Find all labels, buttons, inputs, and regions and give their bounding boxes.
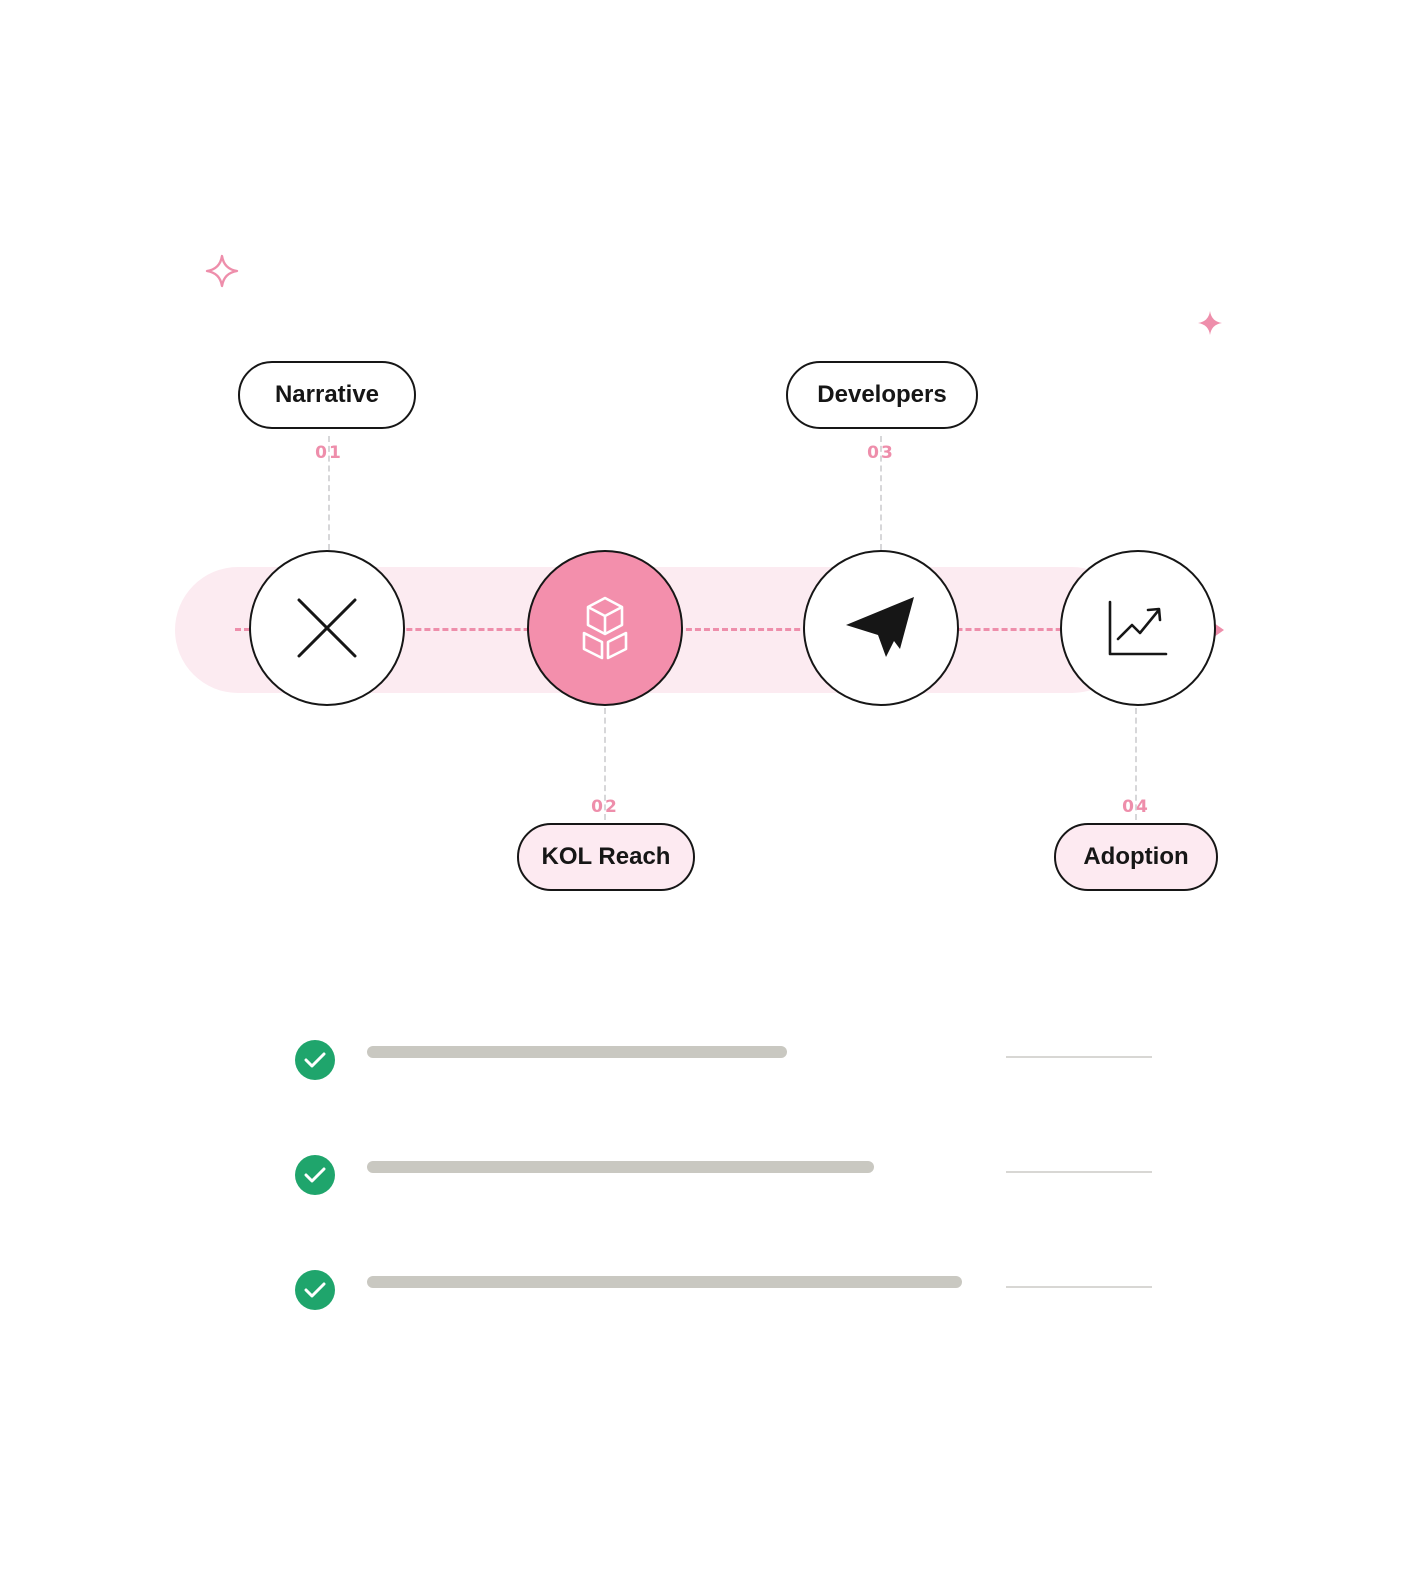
checklist-placeholder-line	[1006, 1286, 1152, 1288]
step-04-number: 04	[1122, 797, 1150, 817]
step-03-node	[803, 550, 959, 706]
paper-plane-icon	[846, 597, 914, 657]
trend-chart-icon	[1108, 600, 1168, 656]
step-02-number: 02	[591, 797, 619, 817]
step-02-label: KOL Reach	[517, 823, 695, 891]
step-01-number: 01	[315, 443, 343, 463]
cube-stack-icon	[582, 596, 628, 660]
check-circle-icon	[295, 1155, 335, 1195]
step-01-label: Narrative	[238, 361, 416, 429]
check-circle-icon	[295, 1040, 335, 1080]
step-03-number: 03	[867, 443, 895, 463]
connector-03	[880, 436, 882, 550]
timeline-dashed-line	[235, 628, 1215, 631]
step-03-label: Developers	[786, 361, 978, 429]
checklist-placeholder-line	[1006, 1171, 1152, 1173]
checklist-placeholder-bar	[367, 1276, 962, 1288]
sparkle-outline-icon	[205, 254, 239, 288]
connector-01	[328, 436, 330, 550]
checklist-placeholder-bar	[367, 1161, 874, 1173]
checklist-placeholder-bar	[367, 1046, 787, 1058]
check-circle-icon	[295, 1270, 335, 1310]
sparkle-filled-icon	[1198, 311, 1222, 335]
connector-04	[1135, 708, 1137, 820]
step-04-label: Adoption	[1054, 823, 1218, 891]
step-02-node	[527, 550, 683, 706]
close-icon	[297, 598, 357, 658]
step-01-node	[249, 550, 405, 706]
checklist-placeholder-line	[1006, 1056, 1152, 1058]
step-04-node	[1060, 550, 1216, 706]
timeline-arrowhead	[1214, 623, 1224, 637]
connector-02	[604, 708, 606, 820]
